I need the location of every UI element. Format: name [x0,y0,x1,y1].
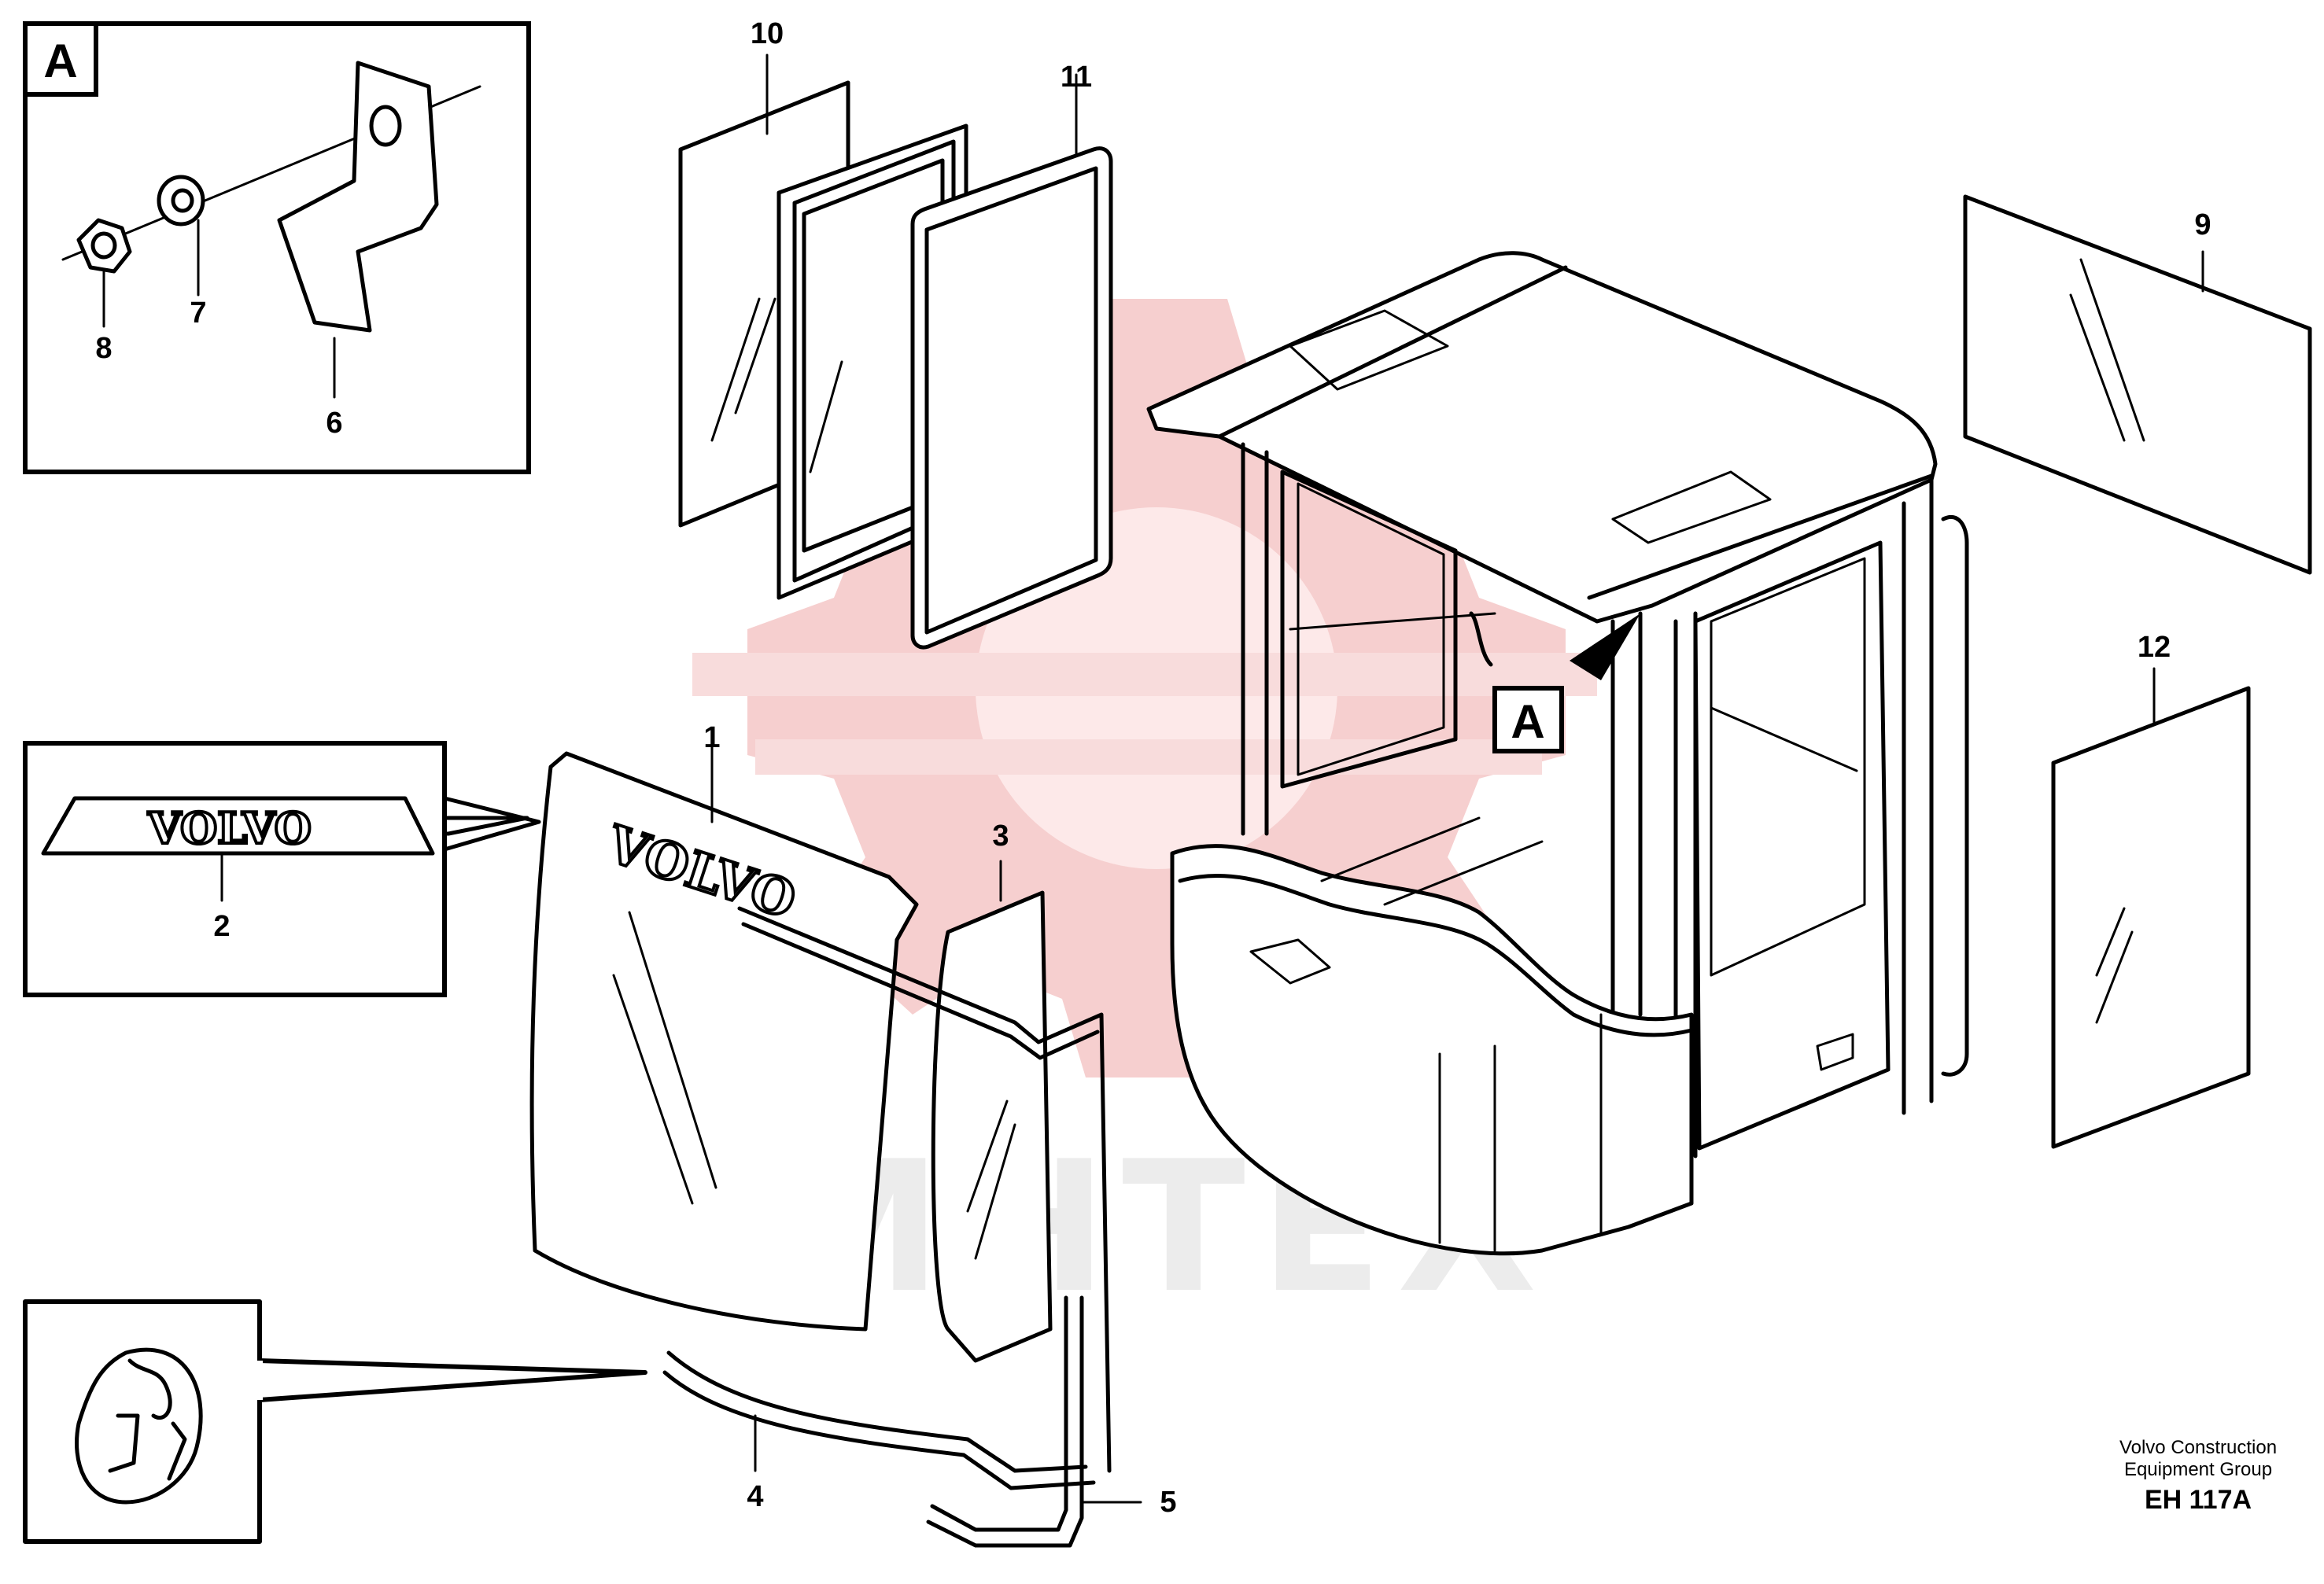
logo-detail-box: VOLVO 2 [23,741,541,997]
washer-part-7 [157,175,205,227]
callout-11: 11 [1061,61,1092,94]
detail-box-a: A 6 7 8 [23,21,531,474]
cab-assembly: A [1146,251,1969,1256]
callout-3: 3 [992,820,1009,853]
callout-1: 1 [703,721,720,754]
windscreen-part-1: VOLVO 1 [529,721,919,1332]
glass-part-9: 9 [1963,194,2312,575]
callout-7: 7 [190,297,206,330]
seal-part-11: 11 [910,61,1113,650]
nut-part-8 [76,218,132,274]
footer-reference: EH 117A [2145,1485,2252,1515]
sealant-detail-box [23,1299,647,1544]
logo-emblem: VOLVO [147,803,312,853]
footer-line-1: Volvo Construction [2119,1437,2277,1458]
callout-9: 9 [2194,208,2211,241]
callout-6: 6 [326,407,342,440]
glue-hand-icon [75,1347,203,1505]
footer-line-2: Equipment Group [2124,1459,2272,1480]
callout-12: 12 [2138,631,2171,664]
footer-caption: Volvo Construction Equipment Group EH 11… [2119,1437,2277,1515]
callout-4: 4 [747,1480,763,1513]
callout-5: 5 [1160,1486,1176,1519]
callout-2: 2 [213,910,230,943]
seal-part-5: 5 [926,1295,1177,1548]
glass-part-12: 12 [2051,631,2251,1149]
bracket-part-6 [277,61,439,333]
seal-part-4: 4 [662,906,1112,1513]
callout-8: 8 [95,332,112,365]
detail-a-label: A [43,35,77,87]
cab-marker-a: A [1511,695,1544,748]
callout-10: 10 [751,17,784,50]
